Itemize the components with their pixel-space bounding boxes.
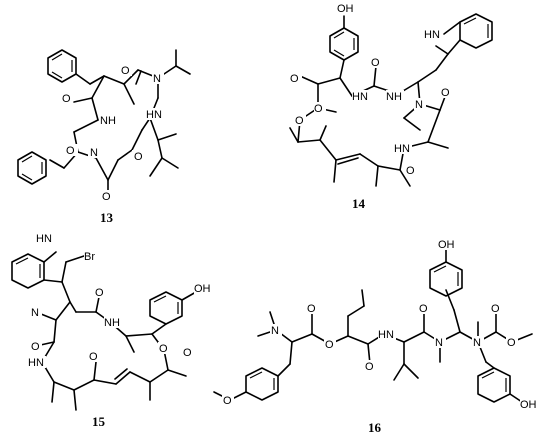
atom-N: N: [415, 99, 423, 111]
atom-NH: NH: [104, 317, 120, 329]
compound-16: O: [213, 238, 538, 435]
compound-15: HN Br OH: [11, 232, 212, 429]
atom-O: O: [491, 303, 500, 315]
atom-O: O: [365, 361, 374, 373]
atom-O: O: [325, 339, 334, 351]
atom-NH: NH: [100, 115, 116, 127]
atom-O: O: [419, 303, 428, 315]
phenyl-ring-13b: [17, 151, 47, 185]
atom-OH: OH: [520, 399, 537, 411]
atom-N: N: [271, 325, 279, 337]
indole-benzene-14: [459, 13, 493, 49]
phenol-ring-15: [149, 291, 183, 325]
atom-O: O: [314, 103, 323, 115]
atom-N: N: [153, 73, 161, 85]
atom-O: O: [441, 87, 450, 99]
compound-label-15: 15: [92, 414, 106, 429]
atom-O: O: [406, 165, 415, 177]
atom-NH: NH: [386, 91, 402, 103]
atom-O: O: [66, 145, 75, 157]
atom-O: O: [62, 93, 71, 105]
atom-O: O: [31, 341, 40, 353]
atom-O: O: [134, 151, 143, 163]
atom-O: O: [371, 57, 380, 69]
atom-O: O: [307, 303, 316, 315]
atom-HN: HN: [378, 329, 394, 341]
atom-HN: HN: [352, 91, 368, 103]
atom-O: O: [121, 65, 130, 77]
indole-benzene-15: [11, 253, 45, 289]
atom-O: O: [95, 287, 104, 299]
atom-OH: OH: [194, 283, 211, 295]
atom-O: O: [159, 343, 168, 355]
atom-HN: HN: [394, 143, 410, 155]
atom-O: O: [290, 73, 299, 85]
atom-HN: HN: [146, 109, 162, 121]
atom-O: O: [102, 191, 111, 203]
compound-label-14: 14: [352, 196, 366, 211]
atom-N: N: [90, 147, 98, 159]
atom-N: N: [435, 337, 443, 349]
anisole-ring-16: [245, 367, 279, 401]
atom-HN: HN: [28, 357, 44, 369]
atom-OH: OH: [438, 239, 455, 251]
compound-label-13: 13: [100, 210, 114, 225]
compound-13: O O HN NH N N O O O 13: [17, 49, 191, 225]
compound-14: OH HN: [289, 2, 493, 211]
phenol-ring-16b: [477, 367, 511, 403]
atom-O: O: [89, 351, 98, 363]
atom-HN: HN: [36, 233, 52, 245]
atom-O: O: [295, 115, 304, 127]
atom-HN: HN: [424, 29, 440, 41]
atom-Br: Br: [84, 251, 95, 263]
atom-O: O: [507, 337, 516, 349]
compound-label-16: 16: [368, 420, 382, 435]
atom-OH: OH: [337, 3, 354, 15]
atom-O: O: [183, 347, 192, 359]
atom-O: O: [223, 395, 232, 407]
atom-N: N: [473, 337, 481, 349]
atom-N: N: [31, 307, 39, 319]
